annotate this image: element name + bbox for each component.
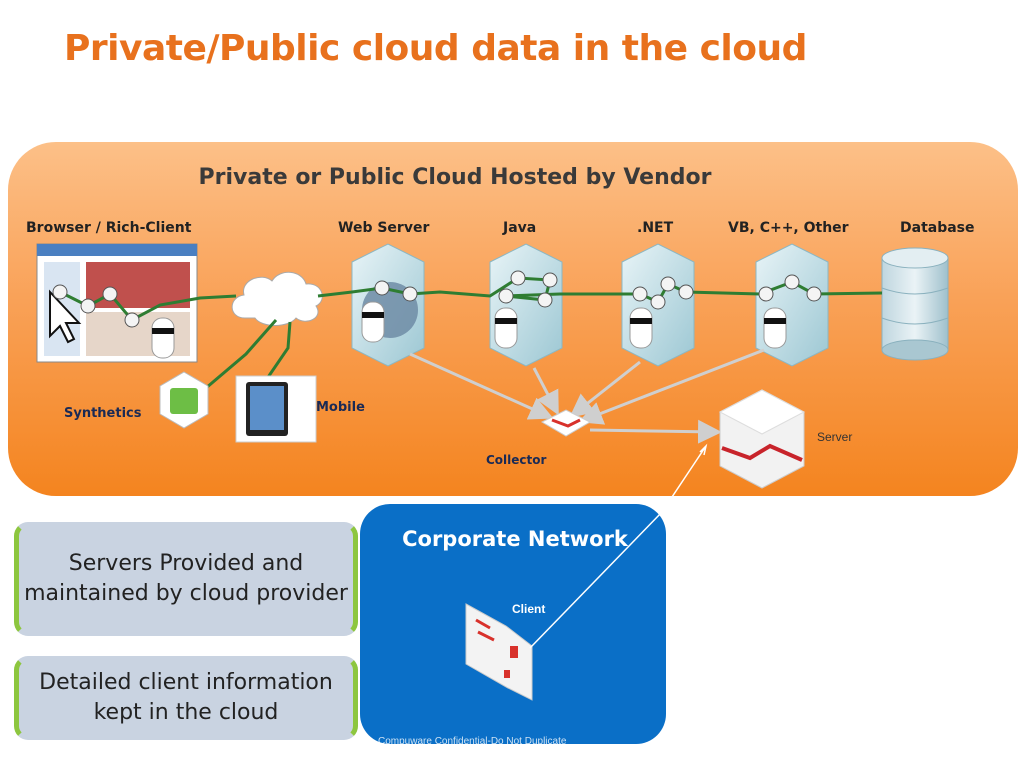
browser-tier-label: Browser / Rich-Client bbox=[26, 220, 192, 236]
collector-arrows bbox=[409, 348, 765, 444]
confidential-footer: Compuware Confidential-Do Not Duplicate bbox=[378, 736, 567, 747]
mobile-tablet-icon bbox=[235, 375, 317, 443]
info-box-servers-text: Servers Provided and maintained by cloud… bbox=[24, 551, 348, 606]
java-cube-icon bbox=[489, 243, 563, 367]
synthetics-hexagon-icon bbox=[159, 371, 209, 429]
dotnet-tier-label: .NET bbox=[637, 220, 674, 236]
server-label: Server bbox=[817, 430, 853, 444]
collector-box-icon bbox=[540, 409, 592, 437]
vb-cpp-other-tier-label: VB, C++, Other bbox=[728, 220, 849, 236]
java-tier-label: Java bbox=[503, 220, 537, 236]
info-box-client-information: Detailed client information kept in the … bbox=[14, 656, 358, 740]
mobile-link-line bbox=[260, 321, 292, 387]
collector-label: Collector bbox=[486, 453, 547, 467]
database-cylinder-icon bbox=[881, 247, 949, 361]
server-cube-icon bbox=[718, 389, 806, 489]
web-server-cube-icon bbox=[351, 243, 425, 367]
mobile-label: Mobile bbox=[316, 400, 365, 415]
timer-node-icons bbox=[52, 270, 822, 328]
synthetics-label: Synthetics bbox=[64, 406, 142, 421]
vb-cpp-other-cube-icon bbox=[755, 243, 829, 367]
client-server-link-arrow bbox=[661, 443, 708, 513]
corporate-network-title: Corporate Network bbox=[402, 527, 628, 551]
cloud-panel-heading: Private or Public Cloud Hosted by Vendor bbox=[198, 165, 712, 190]
synthetics-link-line bbox=[205, 319, 278, 390]
internet-cloud-icon bbox=[231, 271, 323, 326]
info-box-servers-provided: Servers Provided and maintained by cloud… bbox=[14, 522, 358, 636]
info-box-client-text: Detailed client information kept in the … bbox=[39, 670, 333, 725]
database-tier-label: Database bbox=[900, 220, 975, 236]
client-label: Client bbox=[512, 602, 546, 616]
web-server-tier-label: Web Server bbox=[338, 220, 430, 236]
slide-title: Private/Public cloud data in the cloud bbox=[64, 28, 807, 69]
